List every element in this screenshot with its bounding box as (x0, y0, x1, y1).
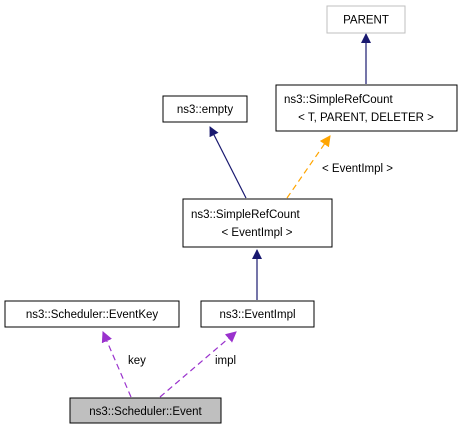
node-simple-ref-count-template[interactable]: ns3::SimpleRefCount < T, PARENT, DELETER… (275, 84, 458, 132)
node-parent[interactable]: PARENT (326, 5, 406, 34)
node-event-impl[interactable]: ns3::EventImpl (200, 300, 315, 328)
node-event-key-label: ns3::Scheduler::EventKey (26, 309, 159, 321)
node-simple-ref-count-template-line1: ns3::SimpleRefCount (284, 94, 393, 106)
node-event[interactable]: ns3::Scheduler::Event (69, 397, 222, 424)
usage-edge-key (101, 330, 132, 398)
usage-edge-impl (159, 331, 237, 398)
key-edge-label: key (128, 355, 146, 367)
impl-edge-label: impl (215, 355, 236, 367)
inheritance-edge-empty (209, 126, 247, 199)
node-simple-ref-count-template-line2: < T, PARENT, DELETER > (298, 112, 434, 124)
node-event-key[interactable]: ns3::Scheduler::EventKey (4, 300, 180, 328)
node-event-impl-label: ns3::EventImpl (219, 309, 295, 321)
template-edge-simple-ref-count (286, 135, 331, 199)
node-simple-ref-count-eventimpl-line1: ns3::SimpleRefCount (191, 209, 300, 221)
template-edge-label: < EventImpl > (322, 163, 393, 175)
node-simple-ref-count-eventimpl-line2: < EventImpl > (222, 227, 293, 239)
node-empty[interactable]: ns3::empty (162, 95, 248, 123)
node-simple-ref-count-eventimpl[interactable]: ns3::SimpleRefCount < EventImpl > (182, 198, 333, 248)
node-empty-label: ns3::empty (177, 104, 233, 116)
node-event-label: ns3::Scheduler::Event (89, 406, 202, 418)
node-parent-label: PARENT (343, 15, 389, 27)
